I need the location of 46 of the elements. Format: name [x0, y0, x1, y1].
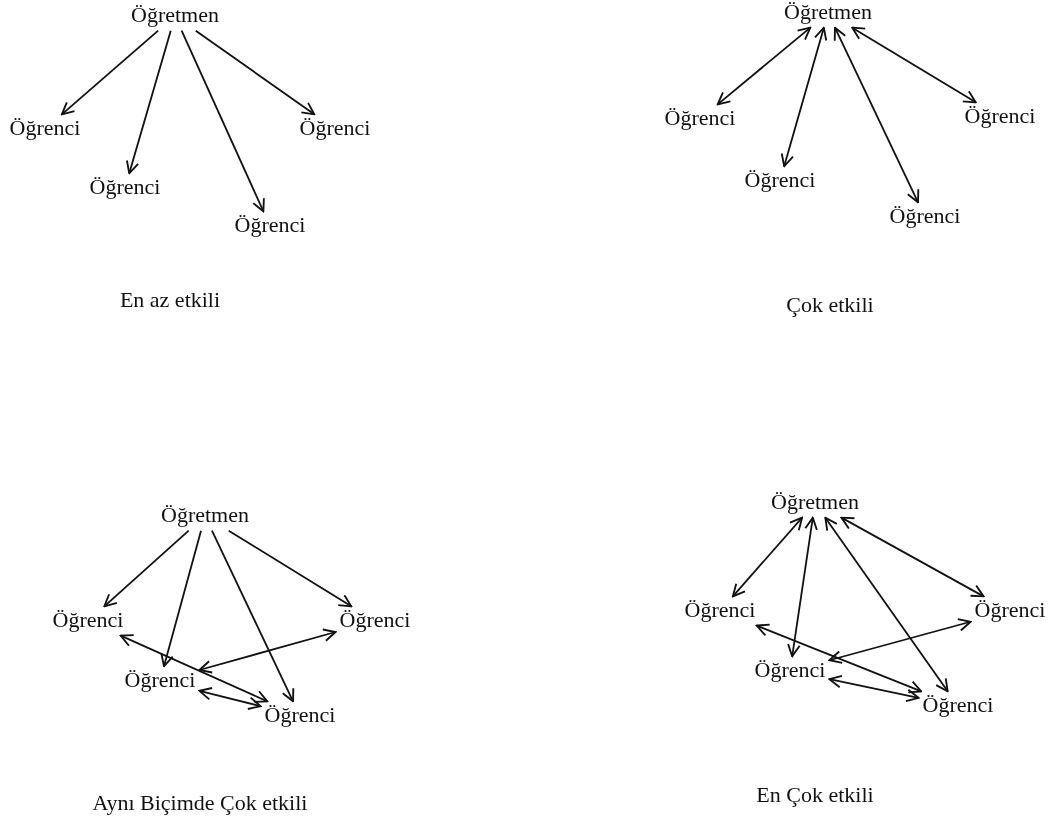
- arrow: [755, 623, 923, 694]
- node-label: Öğrenci: [684, 597, 756, 623]
- node-label: Öğrenci: [339, 607, 411, 633]
- arrow: [828, 618, 972, 664]
- node-label: Öğretmen: [784, 0, 872, 25]
- arrow: [103, 529, 190, 608]
- arrow: [126, 29, 172, 175]
- node-label: Öğretmen: [131, 2, 219, 28]
- caption: Aynı Biçimde Çok etkili: [92, 790, 308, 816]
- arrow: [780, 26, 828, 168]
- arrow: [198, 687, 262, 710]
- caption: En az etkili: [119, 287, 221, 313]
- node-label: Öğrenci: [922, 692, 994, 718]
- arrow: [180, 29, 265, 213]
- arrow: [60, 29, 160, 116]
- node-label: Öğrenci: [9, 115, 81, 141]
- arrow: [828, 674, 920, 703]
- arrow: [851, 26, 977, 104]
- arrow: [840, 516, 985, 598]
- arrow: [198, 628, 337, 674]
- arrow: [211, 529, 295, 703]
- arrow: [824, 516, 949, 693]
- node-label: Öğrenci: [889, 203, 961, 229]
- arrow: [227, 529, 353, 608]
- node-label: Öğretmen: [161, 502, 249, 528]
- node-label: Öğrenci: [744, 167, 816, 193]
- node-label: Öğretmen: [771, 489, 859, 515]
- node-label: Öğrenci: [234, 212, 306, 238]
- node-label: Öğrenci: [664, 105, 736, 131]
- caption: Çok etkili: [786, 292, 874, 318]
- arrow: [160, 529, 202, 668]
- arrow: [731, 516, 804, 598]
- node-label: Öğrenci: [124, 667, 196, 693]
- node-label: Öğrenci: [974, 597, 1046, 623]
- arrow: [833, 26, 920, 204]
- node-label: Öğrenci: [89, 174, 161, 200]
- arrow: [119, 634, 269, 703]
- node-label: Öğrenci: [754, 657, 826, 683]
- node-label: Öğrenci: [52, 607, 124, 633]
- arrow: [787, 516, 818, 658]
- arrow: [716, 26, 812, 106]
- node-label: Öğrenci: [299, 115, 371, 141]
- node-label: Öğrenci: [264, 702, 336, 728]
- arrow: [194, 29, 316, 116]
- node-label: Öğrenci: [964, 103, 1036, 129]
- caption: En Çok etkili: [756, 782, 874, 808]
